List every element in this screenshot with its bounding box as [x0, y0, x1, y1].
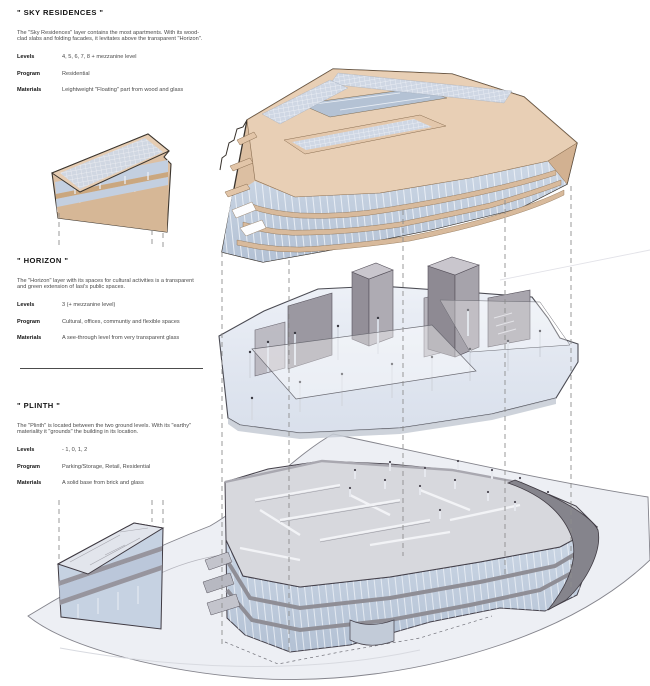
- sky-residences-rendering: [219, 68, 578, 263]
- plinth-annex-rendering: [56, 522, 165, 630]
- sky-annex-slab: [56, 172, 168, 199]
- spec-value: Parking/Storage, Retail, Residential: [62, 463, 151, 470]
- section-divider: [20, 368, 203, 369]
- annex-roof-walls: [69, 527, 149, 566]
- spec-row-program: Program Parking/Storage, Retail, Residen…: [17, 464, 209, 470]
- section-description: The "Sky Residences" layer contains the …: [17, 30, 203, 42]
- sky-courtyard-opening: [299, 87, 448, 118]
- spec-row-materials: Materials Leightweight "Floating" part f…: [17, 87, 209, 93]
- plinth-wall-edges: [254, 486, 431, 543]
- sky-courtyard-mullions: [314, 92, 431, 111]
- section-title: " HORIZON ": [17, 256, 69, 265]
- spec-row-program: Program Cultural, offices, communtiy and…: [17, 319, 209, 325]
- sky-solar-array: [261, 79, 349, 125]
- section-sky-residences: " SKY RESIDENCES " The "Sky Residences" …: [17, 8, 209, 104]
- sky-open-gaps: [231, 201, 267, 237]
- spec-value: A solid base from brick and glass: [62, 480, 144, 486]
- plinth-slab-band: [226, 543, 592, 611]
- spec-value: - 1, 0, 1, 2: [62, 447, 88, 453]
- section-title: " SKY RESIDENCES ": [17, 8, 104, 17]
- section-description: The "Horizon" layer with its spaces for …: [17, 278, 194, 290]
- plinth-slab-band: [225, 568, 578, 633]
- sky-stepped-edge: [219, 119, 248, 171]
- horizon-base-slab: [228, 398, 556, 439]
- spec-row-materials: Materials A see-through level from very …: [17, 335, 209, 341]
- section-horizon: " HORIZON " The "Horizon" layer with its…: [17, 256, 209, 352]
- annex-roof-plan: [56, 522, 165, 575]
- section-title: " PLINTH ": [17, 401, 61, 410]
- spec-row-levels: Levels - 1, 0, 1, 2: [17, 447, 209, 453]
- spec-value: 3 (+ mezzanine level): [62, 302, 116, 308]
- spec-label: Levels: [17, 302, 35, 308]
- horizon-glass-roof-plane: [251, 324, 477, 400]
- sky-inner-solar-array: [292, 119, 432, 150]
- terrain-front-edge: [59, 647, 421, 667]
- annex-glass: [59, 551, 162, 600]
- sky-facade-mullions: [222, 161, 567, 262]
- section-plinth: " PLINTH " The "Plinth" is located betwe…: [17, 401, 209, 497]
- sky-annex-base: [57, 185, 168, 232]
- plinth-retaining-wall: [506, 479, 600, 611]
- spec-row-levels: Levels 4, 5, 6, 7, 8 + mezzanine level: [17, 54, 209, 60]
- ground-projection-outline: [224, 615, 493, 665]
- spec-value: A see-through level from very transparen…: [62, 335, 180, 341]
- spec-label: Levels: [17, 447, 35, 453]
- plinth-curved-glass-corner: [349, 619, 395, 646]
- plinth-mullions: [226, 527, 597, 652]
- sky-annex-rendering: [50, 133, 172, 233]
- spec-row-materials: Materials A solid base from brick and gl…: [17, 480, 209, 486]
- spec-row-levels: Levels 3 (+ mezzanine level): [17, 302, 209, 308]
- spec-label: Program: [17, 318, 41, 325]
- spec-value: Residential: [62, 70, 90, 77]
- spec-label: Program: [17, 70, 41, 77]
- spec-label: Program: [17, 463, 41, 470]
- annex-slab: [59, 546, 162, 586]
- annex-columns: [77, 586, 139, 618]
- spec-label: Levels: [17, 54, 35, 60]
- section-description: The "Plinth" is located between the two …: [17, 423, 191, 435]
- horizon-rendering: [218, 256, 579, 439]
- plinth-parapet: [224, 459, 523, 485]
- spec-row-program: Program Residential: [17, 71, 209, 77]
- projection-guide-lines: [58, 186, 572, 652]
- spec-label: Materials: [17, 87, 42, 93]
- sky-floor-slabs: [236, 169, 565, 253]
- sky-annex-solar-array: [60, 138, 163, 189]
- spec-label: Materials: [17, 480, 42, 486]
- sky-solar-array: [329, 72, 513, 104]
- spec-label: Materials: [17, 335, 42, 341]
- plinth-deck-columns: [348, 459, 550, 519]
- plinth-terraces: [202, 551, 241, 616]
- spec-value: Leightweight "Floating" part from wood a…: [62, 87, 184, 93]
- sky-slab-overhangs: [224, 131, 258, 198]
- spec-value: 4, 5, 6, 7, 8 + mezzanine level: [62, 54, 137, 60]
- site-boundary-line: [499, 249, 650, 281]
- horizon-cores: [254, 256, 531, 377]
- spec-value: Cultural, offices, communtiy and flexibl…: [62, 318, 180, 325]
- plinth-rendering: [202, 459, 600, 665]
- annex-slab: [60, 565, 162, 605]
- plinth-interior-walls: [239, 483, 521, 562]
